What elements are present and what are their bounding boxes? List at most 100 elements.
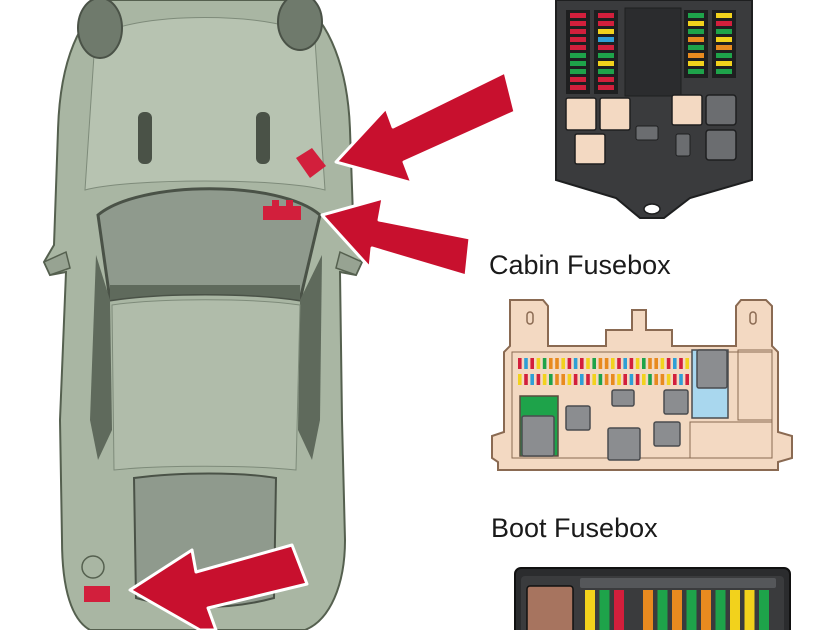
engine-relay (574, 133, 606, 165)
cabin-relay (663, 389, 689, 415)
boot-fusebox (514, 567, 791, 630)
engine-fuse (716, 53, 732, 58)
engine-fuse (716, 29, 732, 34)
left-hood-vent (138, 112, 152, 164)
cabin-fuse (580, 358, 584, 369)
cabin-fuse (660, 374, 665, 385)
boot-relay (526, 585, 574, 630)
cabin-fuse (629, 358, 634, 369)
cabin-fuse (530, 374, 534, 385)
engine-fuse (716, 69, 732, 74)
cabin-fuse (542, 374, 547, 385)
engine-fuse (688, 61, 704, 66)
boot-fuse (672, 590, 682, 630)
fuel-filler-cap (81, 555, 105, 579)
cabin-fuse (642, 374, 646, 385)
cabin-fuse (617, 374, 621, 385)
engine-fuse (570, 85, 586, 90)
cabin-fusebox (491, 299, 793, 471)
engine-fusebox (555, 0, 753, 219)
engine-fuse (688, 13, 704, 18)
engine-fuse-holder (712, 10, 736, 78)
cabin-fusebox-label: Cabin Fusebox (489, 250, 671, 280)
cabin-fuse (530, 358, 534, 369)
engine-fuse (570, 29, 586, 34)
engine-relay-grey (705, 129, 737, 161)
cabin-fuse (611, 358, 615, 369)
location-arrows (128, 70, 517, 630)
cabin-fuse (580, 374, 584, 385)
boot-fuse (730, 590, 740, 630)
engine-fuse (570, 37, 586, 42)
cabin-fuse (536, 374, 541, 385)
cabin-fuse (567, 374, 572, 385)
engine-fuse (598, 77, 614, 82)
cabin-fuse (561, 358, 565, 369)
right-mirror (335, 250, 363, 276)
engine-fuse (688, 37, 704, 42)
engine-fuse (598, 29, 614, 34)
engine-fuse (598, 69, 614, 74)
cabin-fusebox-arrow (320, 196, 472, 278)
right-headlight (277, 0, 323, 51)
left-mirror (43, 250, 71, 276)
engine-fuse (598, 53, 614, 58)
boot-fusebox-label: Boot Fusebox (491, 513, 658, 543)
cabin-fuse (555, 374, 559, 385)
engine-fuse (688, 45, 704, 50)
cabin-fuse (592, 358, 596, 369)
cabin-fuse (549, 358, 553, 369)
cabin-fuse (573, 358, 578, 369)
cabin-fuse (673, 358, 677, 369)
cabin-fuse (604, 374, 609, 385)
boot-fusebox-arrow (128, 543, 309, 630)
engine-relay (565, 97, 597, 131)
engine-fuse (598, 61, 614, 66)
cabin-fuse (549, 374, 553, 385)
cabin-fuse (524, 374, 528, 385)
engine-fuse (570, 61, 586, 66)
cabin-fuse (542, 358, 547, 369)
cabin-fusebox-tab-right (749, 311, 757, 325)
cabin-fuse (611, 374, 615, 385)
engine-fuse (716, 21, 732, 26)
cabin-fuse (685, 374, 689, 385)
cabin-fuse (635, 358, 640, 369)
cabin-fuse (573, 374, 578, 385)
boot-fuse (585, 590, 595, 630)
engine-fuse (716, 13, 732, 18)
engine-fuse (688, 53, 704, 58)
engine-fuse (570, 21, 586, 26)
cabin-relay (653, 421, 681, 447)
boot-fuse (759, 590, 769, 630)
engine-fuse (688, 69, 704, 74)
engine-fusebox-panel-center (624, 7, 682, 97)
engine-relay (599, 97, 631, 131)
cabin-fuse (518, 374, 522, 385)
boot-fuse (657, 590, 668, 630)
cabin-fuse (561, 374, 565, 385)
engine-fuse-holder (684, 10, 708, 78)
cabin-fuse (567, 358, 572, 369)
cabin-fuse (623, 374, 627, 385)
engine-fuse (688, 29, 704, 34)
engine-fuse (688, 21, 704, 26)
boot-fuse (599, 590, 610, 630)
cabin-relay (607, 427, 641, 461)
cabin-fuse-rows (518, 358, 689, 385)
engine-fuse (598, 45, 614, 50)
engine-fuse-columns (566, 10, 736, 94)
boot-fuse (744, 590, 755, 630)
cabin-connector-area (737, 349, 773, 421)
right-hood-vent (256, 112, 270, 164)
engine-fuse (570, 69, 586, 74)
cabin-fuse (654, 358, 658, 369)
car-roof (111, 299, 301, 471)
cabin-fuse (604, 358, 609, 369)
cabin-fuse (666, 374, 671, 385)
cabin-relay (696, 349, 728, 389)
car-top-view (42, 0, 364, 630)
cabin-fusebox-tab-left (526, 311, 534, 325)
engine-fuse (716, 45, 732, 50)
